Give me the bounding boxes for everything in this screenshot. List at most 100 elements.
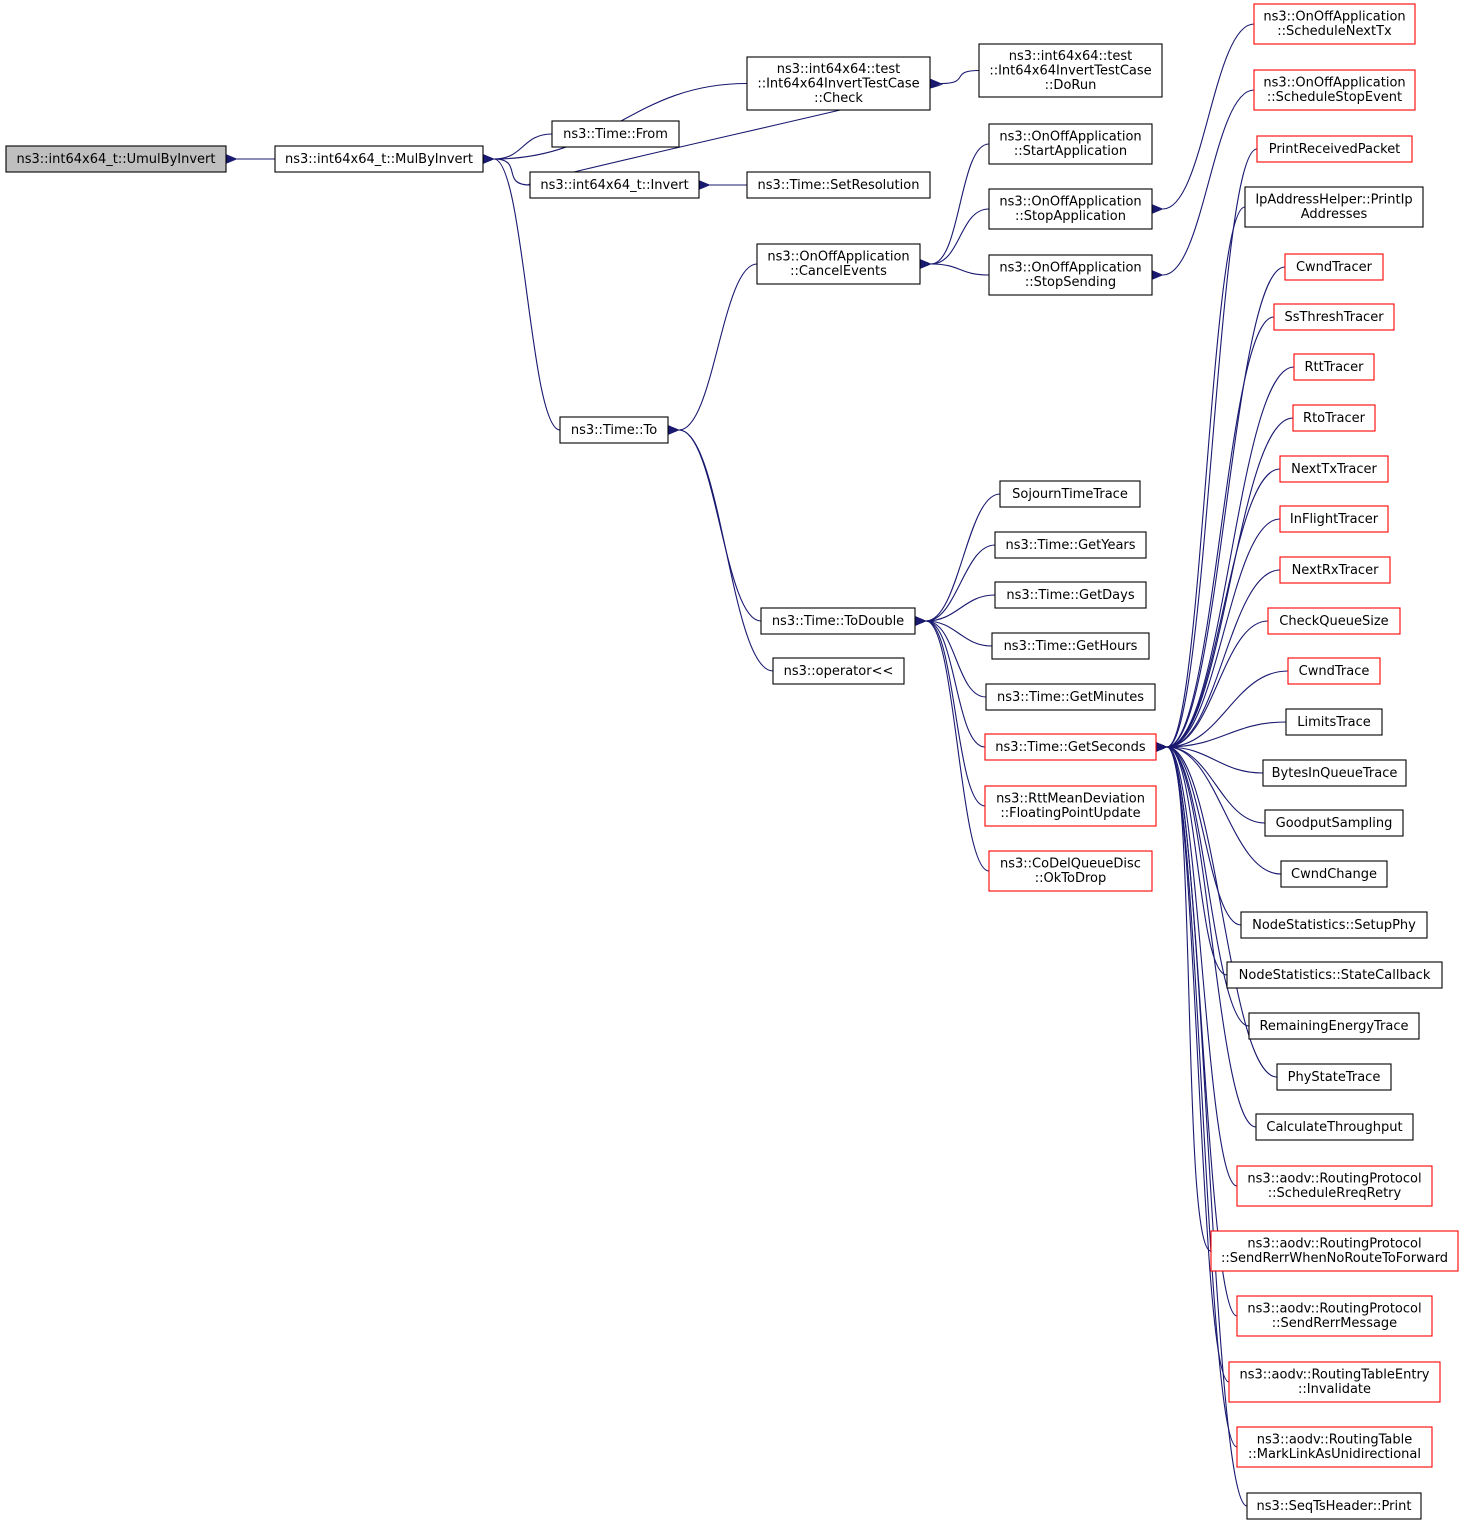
- edge-cancelev-to-timeto: [679, 263, 758, 430]
- node-gethours[interactable]: ns3::Time::GetHours: [991, 632, 1150, 660]
- node-nextrx[interactable]: NextRxTracer: [1279, 556, 1391, 584]
- node-label: CheckQueueSize: [1279, 614, 1388, 629]
- node-calcthru[interactable]: CalculateThroughput: [1255, 1113, 1414, 1141]
- node-label: RtoTracer: [1303, 411, 1366, 426]
- node-label: ::SendRerrMessage: [1272, 1316, 1397, 1331]
- node-label: ::DoRun: [1045, 78, 1097, 93]
- node-checkqueue[interactable]: CheckQueueSize: [1267, 607, 1401, 635]
- node-limits[interactable]: LimitsTrace: [1285, 708, 1383, 736]
- node-ssthresh[interactable]: SsThreshTracer: [1273, 303, 1395, 331]
- node-box-printip: [1244, 186, 1424, 228]
- node-label: ns3::CoDelQueueDisc: [1000, 857, 1141, 872]
- node-getdays[interactable]: ns3::Time::GetDays: [994, 581, 1147, 609]
- node-box-sendrerrnoroute: [1210, 1230, 1459, 1272]
- node-goodput[interactable]: GoodputSampling: [1264, 809, 1404, 837]
- edge-stopsend-to-cancelev: [931, 264, 990, 276]
- node-label: Addresses: [1301, 207, 1368, 222]
- node-phystate[interactable]: PhyStateTrace: [1276, 1063, 1392, 1091]
- node-label: ns3::int64x64::test: [1009, 49, 1133, 64]
- node-codel[interactable]: ns3::CoDelQueueDisc::OkToDrop: [988, 850, 1153, 892]
- node-label: RemainingEnergyTrace: [1259, 1019, 1408, 1034]
- node-label: ns3::Time::GetMinutes: [997, 690, 1144, 705]
- node-box-schednexttx: [1253, 3, 1416, 45]
- node-label: ns3::aodv::RoutingProtocol: [1247, 1172, 1421, 1187]
- node-sendrerrmsg[interactable]: ns3::aodv::RoutingProtocol::SendRerrMess…: [1236, 1295, 1433, 1337]
- node-box-sojourn: [999, 480, 1141, 508]
- edge-marklink-to-getseconds: [1167, 747, 1238, 1448]
- node-cwndchange[interactable]: CwndChange: [1280, 860, 1388, 888]
- node-label: BytesInQueueTrace: [1272, 766, 1398, 781]
- node-stopapp[interactable]: ns3::OnOffApplication::StopApplication: [988, 188, 1153, 230]
- node-inflight[interactable]: InFlightTracer: [1279, 505, 1389, 533]
- node-sendrerrnoroute[interactable]: ns3::aodv::RoutingProtocol::SendRerrWhen…: [1210, 1230, 1459, 1272]
- node-label: ns3::OnOffApplication: [767, 250, 909, 265]
- node-label: IpAddressHelper::PrintIp: [1255, 193, 1412, 208]
- node-invalidate[interactable]: ns3::aodv::RoutingTableEntry::Invalidate: [1228, 1361, 1441, 1403]
- node-cwndtrace[interactable]: CwndTrace: [1287, 657, 1381, 685]
- node-setres[interactable]: ns3::Time::SetResolution: [746, 171, 931, 199]
- node-box-schedstop: [1253, 69, 1416, 111]
- node-rtttracer[interactable]: RttTracer: [1293, 353, 1375, 381]
- node-invert[interactable]: ns3::int64x64_t::Invert: [529, 171, 700, 199]
- node-remenergy[interactable]: RemainingEnergyTrace: [1248, 1012, 1420, 1040]
- node-getseconds[interactable]: ns3::Time::GetSeconds: [984, 733, 1157, 761]
- node-label: ns3::Time::From: [563, 127, 668, 142]
- node-label: InFlightTracer: [1290, 512, 1379, 527]
- node-from[interactable]: ns3::Time::From: [551, 120, 680, 148]
- node-rttmean[interactable]: ns3::RttMeanDeviation::FloatingPointUpda…: [984, 785, 1157, 827]
- node-label: ns3::Time::To: [571, 423, 657, 438]
- node-bytesinq[interactable]: BytesInQueueTrace: [1262, 759, 1407, 787]
- node-label: ns3::Time::GetSeconds: [995, 740, 1146, 755]
- node-label: ns3::Time::SetResolution: [758, 178, 920, 193]
- node-opshift[interactable]: ns3::operator<<: [772, 657, 905, 685]
- node-box-printrecv: [1256, 135, 1413, 163]
- edge-getyears-to-todouble: [926, 544, 996, 621]
- node-label: NodeStatistics::SetupPhy: [1252, 918, 1416, 933]
- node-mulbyinvert[interactable]: ns3::int64x64_t::MulByInvert: [274, 145, 484, 173]
- node-label: ns3::RttMeanDeviation: [996, 792, 1145, 807]
- node-statecb[interactable]: NodeStatistics::StateCallback: [1226, 961, 1443, 989]
- node-schedrreq[interactable]: ns3::aodv::RoutingProtocol::ScheduleRreq…: [1236, 1165, 1433, 1207]
- node-marklink[interactable]: ns3::aodv::RoutingTable::MarkLinkAsUnidi…: [1236, 1426, 1433, 1468]
- node-box-getminutes: [985, 683, 1156, 711]
- edge-remenergy-to-getseconds: [1167, 747, 1250, 1027]
- node-box-todouble: [760, 607, 916, 635]
- edge-sojourn-to-todouble: [926, 493, 1001, 621]
- node-schednexttx[interactable]: ns3::OnOffApplication::ScheduleNextTx: [1253, 3, 1416, 45]
- node-timeto[interactable]: ns3::Time::To: [559, 416, 669, 444]
- node-sojourn[interactable]: SojournTimeTrace: [999, 480, 1141, 508]
- node-stopsend[interactable]: ns3::OnOffApplication::StopSending: [988, 254, 1153, 296]
- node-box-ssthresh: [1273, 303, 1395, 331]
- node-label: ns3::aodv::RoutingTable: [1257, 1433, 1412, 1448]
- node-label: PrintReceivedPacket: [1269, 142, 1401, 157]
- node-printrecv[interactable]: PrintReceivedPacket: [1256, 135, 1413, 163]
- node-box-check: [746, 56, 931, 111]
- node-dorun[interactable]: ns3::int64x64::test::Int64x64InvertTestC…: [978, 43, 1163, 98]
- node-startapp[interactable]: ns3::OnOffApplication::StartApplication: [988, 123, 1153, 165]
- node-box-sendrerrmsg: [1236, 1295, 1433, 1337]
- node-rtotracer[interactable]: RtoTracer: [1292, 404, 1376, 432]
- node-nexttx[interactable]: NextTxTracer: [1279, 455, 1389, 483]
- edge-getdays-to-todouble: [926, 594, 996, 621]
- node-cwndtracer[interactable]: CwndTracer: [1284, 253, 1384, 281]
- node-box-gethours: [991, 632, 1150, 660]
- node-box-cwndtrace: [1287, 657, 1381, 685]
- edge-opshift-to-timeto: [679, 430, 774, 672]
- edge-seqts-to-getseconds: [1167, 747, 1248, 1507]
- node-todouble[interactable]: ns3::Time::ToDouble: [760, 607, 916, 635]
- node-setupphy[interactable]: NodeStatistics::SetupPhy: [1240, 911, 1428, 939]
- node-box-cwndtracer: [1284, 253, 1384, 281]
- node-seqts[interactable]: ns3::SeqTsHeader::Print: [1246, 1492, 1422, 1520]
- node-getyears[interactable]: ns3::Time::GetYears: [994, 531, 1147, 559]
- node-cancelev[interactable]: ns3::OnOffApplication::CancelEvents: [756, 243, 921, 285]
- node-box-timeto: [559, 416, 669, 444]
- node-label: ns3::int64x64_t::MulByInvert: [285, 152, 473, 167]
- edge-startapp-to-cancelev: [931, 143, 990, 264]
- node-label: NextRxTracer: [1292, 563, 1379, 578]
- node-box-setupphy: [1240, 911, 1428, 939]
- node-schedstop[interactable]: ns3::OnOffApplication::ScheduleStopEvent: [1253, 69, 1416, 111]
- node-check[interactable]: ns3::int64x64::test::Int64x64InvertTestC…: [746, 56, 931, 111]
- node-getminutes[interactable]: ns3::Time::GetMinutes: [985, 683, 1156, 711]
- edge-getseconds-to-todouble: [926, 621, 986, 748]
